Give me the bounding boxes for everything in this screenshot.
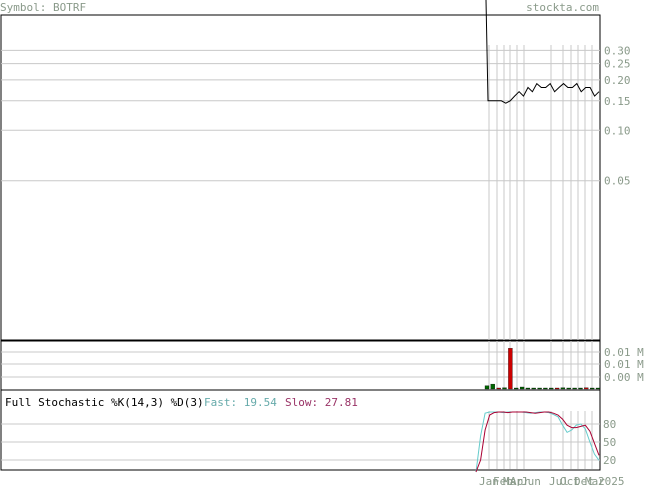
price-line [485, 0, 600, 104]
volume-bar [590, 387, 595, 390]
price-tick-label: 0.10 [604, 124, 631, 137]
volume-bars [484, 348, 601, 390]
price-date-gridlines [488, 45, 593, 340]
volume-bar [514, 387, 519, 390]
date-tick-label: Feb [493, 475, 513, 486]
volume-bar [595, 387, 601, 390]
date-tick-label: Jan [479, 475, 499, 486]
volume-axis-labels: 0.01 M0.01 M0.00 M [604, 346, 644, 384]
volume-bar [519, 386, 525, 390]
symbol-label: Symbol: BOTRF [0, 1, 86, 14]
date-tick-label: Oct [560, 475, 580, 486]
price-tick-label: 0.30 [604, 44, 631, 57]
date-tick-label: 2025 [598, 475, 625, 486]
volume-bar [560, 387, 566, 390]
volume-gridlines [1, 341, 600, 389]
volume-bar [543, 387, 548, 390]
date-tick-label: Jun [521, 475, 541, 486]
stochastic-panel-frame [0, 389, 601, 471]
volume-bar [484, 385, 490, 390]
price-tick-label: 0.15 [604, 95, 631, 108]
volume-panel: 0.01 M0.01 M0.00 M [0, 340, 644, 391]
volume-bar [537, 387, 542, 390]
price-gridlines [1, 49, 600, 182]
volume-bar [549, 387, 554, 390]
stochastic-axis-labels: 80 50 20 [603, 418, 616, 467]
volume-bar [572, 387, 577, 390]
brand-label: stockta.com [526, 1, 599, 14]
stochastic-slow-label: Slow: 27.81 [285, 396, 358, 409]
volume-tick-label: 0.01 M [604, 346, 644, 359]
volume-bar [525, 387, 531, 390]
price-axis-labels: 0.300.25 0.20 0.15 0.10 0.05 [604, 44, 631, 187]
price-tick-label: 0.05 [604, 175, 631, 188]
date-tick-label: Mar [503, 475, 523, 486]
date-tick-label: Apr [510, 475, 530, 486]
volume-bar [578, 387, 583, 390]
price-panel: 0.300.25 0.20 0.15 0.10 0.05 [0, 0, 631, 341]
volume-bar [508, 348, 513, 390]
volume-bar [490, 383, 495, 390]
stochastic-slow-line [475, 411, 600, 473]
stochastic-tick-label: 20 [603, 454, 616, 467]
volume-bar [566, 387, 571, 390]
stochastic-title: Full Stochastic %K(14,3) %D(3) [5, 396, 204, 409]
stochastic-tick-label: 50 [603, 436, 616, 449]
date-tick-label: Mar [585, 475, 605, 486]
volume-bar [531, 387, 536, 390]
volume-bar [584, 387, 589, 390]
price-panel-frame [0, 14, 601, 341]
stochastic-tick-label: 80 [603, 418, 616, 431]
price-tick-label: 0.25 [604, 58, 631, 71]
volume-bar [496, 387, 501, 390]
volume-bar [554, 387, 560, 390]
price-tick-label: 0.20 [604, 74, 631, 87]
stochastic-gridlines [1, 411, 600, 469]
volume-panel-frame [0, 340, 601, 391]
volume-bar [502, 387, 507, 390]
volume-tick-label: 0.00 M [604, 371, 644, 384]
stochastic-panel: Full Stochastic %K(14,3) %D(3) Fast: 19.… [0, 389, 616, 473]
stochastic-fast-label: Fast: 19.54 [204, 396, 277, 409]
date-tick-label: Jul [549, 475, 569, 486]
date-tick-label: Dec [574, 475, 594, 486]
volume-tick-label: 0.01 M [604, 358, 644, 371]
